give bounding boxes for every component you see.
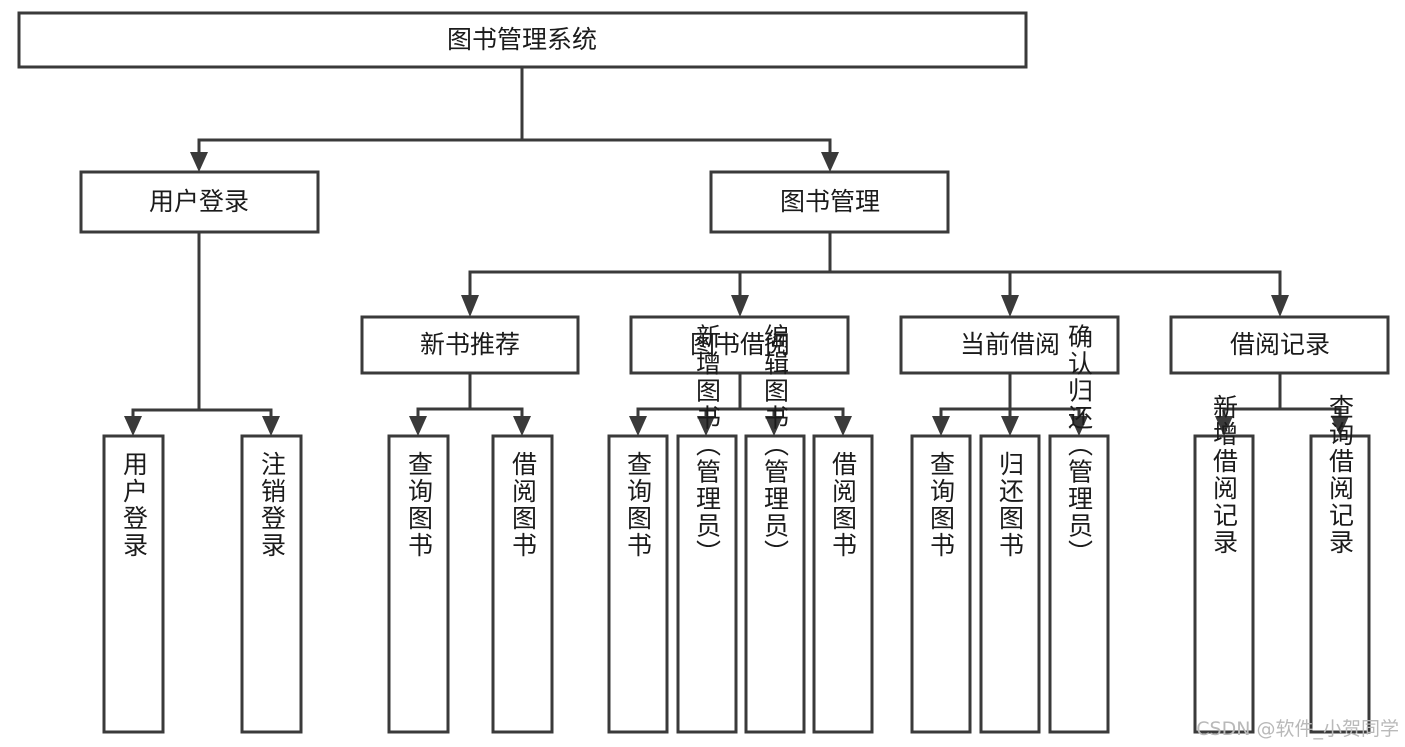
node-leaf-confirm-return-label: 确认归还（管理员） [1065,324,1094,567]
node-current-borrow-label: 当前借阅 [960,330,1060,359]
node-leaf-query-book-2-box[interactable] [607,434,669,734]
node-leaf-query-record[interactable]: 查询借阅记录 [1309,394,1371,734]
node-leaf-query-record-box[interactable] [1309,434,1371,734]
node-leaf-edit-book-label: 编辑图书（管理员） [761,324,790,567]
node-leaf-borrow-book-2-box[interactable] [812,434,874,734]
node-new-book-recommend[interactable]: 新书推荐 [360,315,580,375]
node-book-manage-box[interactable] [709,170,950,234]
node-leaf-add-book-label: 新增图书（管理员） [693,324,722,567]
node-leaf-query-book-1-label: 查询图书 [405,451,434,559]
arrow-to-leaf-return-book [1001,416,1019,436]
node-book-manage[interactable]: 图书管理 [709,170,950,234]
node-user-login-box[interactable] [79,170,320,234]
node-leaf-query-book-2-label: 查询图书 [624,451,653,559]
connector-group [124,65,1349,436]
node-leaf-confirm-return[interactable]: 确认归还（管理员） [1048,324,1110,734]
node-new-book-recommend-label: 新书推荐 [420,330,520,359]
node-leaf-query-book-2[interactable]: 查询图书 [607,434,669,734]
node-root-label: 图书管理系统 [447,25,597,54]
node-leaf-add-record[interactable]: 新增借阅记录 [1193,394,1255,734]
arrow-root-to-user-login [190,152,208,172]
arrow-to-leaf-borrow-book-2 [834,416,852,436]
arrow-to-leaf-user-logout [262,416,280,436]
node-leaf-borrow-book-2-label: 借阅图书 [829,451,858,559]
arrow-to-leaf-query-book-2 [629,416,647,436]
node-leaf-return-book-label: 归还图书 [996,451,1025,559]
node-book-manage-label: 图书管理 [780,187,880,216]
arrow-root-to-book-manage [821,152,839,172]
node-leaf-add-record-box[interactable] [1193,434,1255,734]
node-borrow-record-label: 借阅记录 [1230,330,1330,359]
node-leaf-user-login-box[interactable] [102,434,165,734]
arrow-to-leaf-borrow-book-1 [513,416,531,436]
node-leaf-return-book-box[interactable] [979,434,1041,734]
node-leaf-add-book-box[interactable] [676,434,738,734]
node-current-borrow[interactable]: 当前借阅 [899,315,1120,375]
arrow-to-leaf-edit-book [765,416,783,436]
node-leaf-borrow-book-1-label: 借阅图书 [509,451,538,559]
node-root-box[interactable] [17,11,1028,69]
node-leaf-borrow-book-1-box[interactable] [491,434,554,734]
arrow-to-new-book-recommend [461,295,479,317]
node-book-borrow-label: 图书借阅 [690,330,790,359]
arrow-to-leaf-query-book-3 [932,416,950,436]
node-current-borrow-box[interactable] [899,315,1120,375]
node-leaf-add-book[interactable]: 新增图书（管理员） [676,324,738,734]
node-leaf-query-book-3-label: 查询图书 [927,451,956,559]
arrow-to-leaf-query-record [1331,416,1349,436]
arrow-to-leaf-add-book [697,416,715,436]
node-leaf-add-record-label: 新增借阅记录 [1210,394,1239,556]
node-borrow-record[interactable]: 借阅记录 [1169,315,1390,375]
arrow-to-book-borrow [731,295,749,317]
node-leaf-query-book-1[interactable]: 查询图书 [387,434,450,734]
node-leaf-borrow-book-2[interactable]: 借阅图书 [812,434,874,734]
node-leaf-query-book-3[interactable]: 查询图书 [910,434,972,734]
node-leaf-user-login-label: 用户登录 [120,451,149,559]
arrow-to-leaf-add-record [1215,416,1233,436]
node-book-borrow[interactable]: 图书借阅 [629,315,850,375]
node-leaf-edit-book[interactable]: 编辑图书（管理员） [744,324,806,734]
node-book-borrow-box[interactable] [629,315,850,375]
node-user-login[interactable]: 用户登录 [79,170,320,234]
node-leaf-query-record-label: 查询借阅记录 [1326,394,1355,556]
node-leaf-user-logout-label: 注销登录 [258,451,287,559]
node-leaf-return-book[interactable]: 归还图书 [979,434,1041,734]
node-leaf-borrow-book-1[interactable]: 借阅图书 [491,434,554,734]
node-leaf-query-book-3-box[interactable] [910,434,972,734]
arrow-to-leaf-query-book-1 [409,416,427,436]
node-leaf-confirm-return-box[interactable] [1048,434,1110,734]
node-leaf-edit-book-box[interactable] [744,434,806,734]
arrow-to-borrow-record [1271,295,1289,317]
node-user-login-label: 用户登录 [149,187,249,216]
arrow-to-leaf-confirm-return [1070,416,1088,436]
arrow-to-leaf-user-login [124,416,142,436]
node-borrow-record-box[interactable] [1169,315,1390,375]
node-leaf-user-logout-box[interactable] [240,434,303,734]
node-leaf-user-login[interactable]: 用户登录 [102,434,165,734]
csdn-watermark: CSDN @软件_小贺同学 [1196,718,1399,740]
node-new-book-recommend-box[interactable] [360,315,580,375]
arrow-to-current-borrow [1001,295,1019,317]
node-leaf-query-book-1-box[interactable] [387,434,450,734]
node-leaf-user-logout[interactable]: 注销登录 [240,434,303,734]
node-root[interactable]: 图书管理系统 [17,11,1028,69]
